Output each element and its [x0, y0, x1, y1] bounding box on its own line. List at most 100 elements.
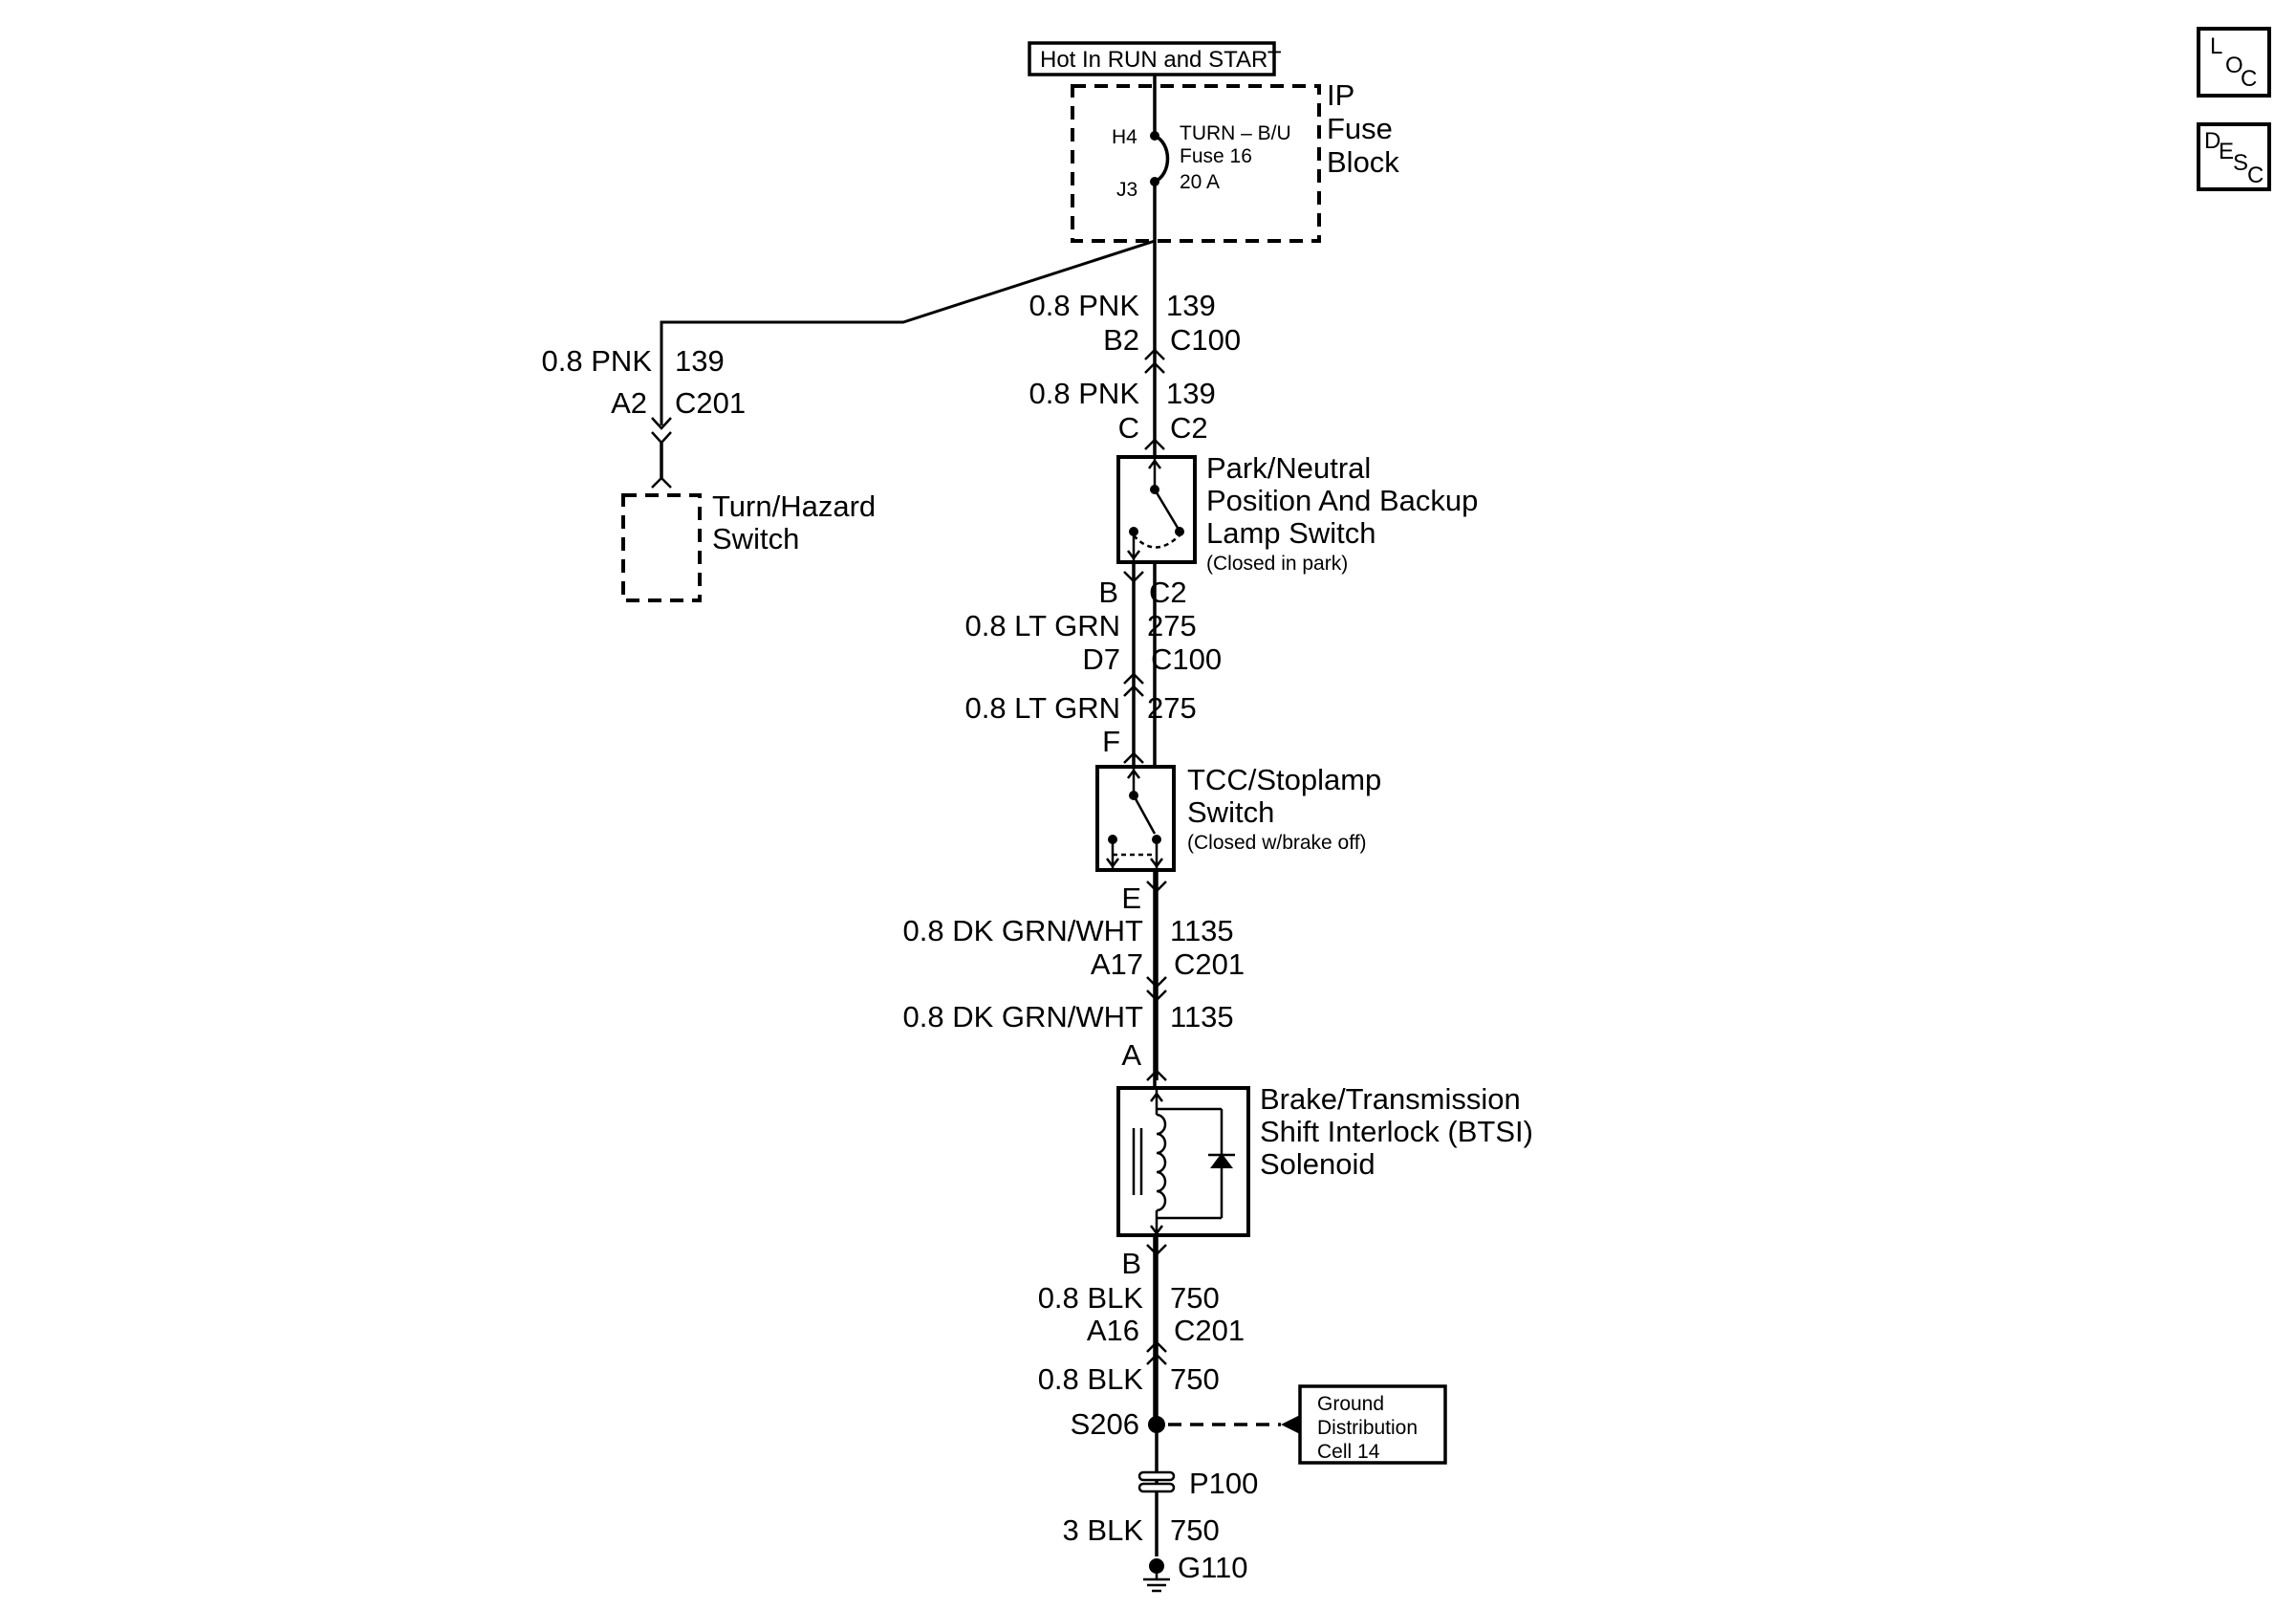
- pnp-label-1: Park/Neutral: [1206, 451, 1371, 485]
- ground-ref-arrow-icon: [1281, 1415, 1300, 1434]
- left-branch-labels: 0.8 PNK 139 A2 C201: [542, 344, 747, 420]
- seg1-wire: 0.8 PNK: [1029, 289, 1140, 322]
- btsi-solenoid: Brake/Transmission Shift Interlock (BTSI…: [1116, 1082, 1533, 1237]
- turn-hazard-label-2: Switch: [712, 522, 799, 555]
- ip-fuse-block: IP Fuse Block H4 J3 TURN – B/U Fuse 16 2…: [1071, 75, 1399, 243]
- seg8-circuit: 750: [1170, 1362, 1220, 1396]
- seg4-wire: 0.8 LT GRN: [964, 691, 1120, 725]
- pass-through-icon: [1137, 1470, 1176, 1493]
- btsi-label-1: Brake/Transmission: [1260, 1082, 1521, 1116]
- segment-5-labels: 0.8 DK GRN/WHT 1135 A17 C201: [903, 914, 1245, 981]
- seg7-wire: 0.8 BLK: [1038, 1281, 1144, 1315]
- seg2-pin: C: [1118, 411, 1139, 445]
- loc-letter-c: C: [2241, 66, 2257, 92]
- seg3-wire: 0.8 LT GRN: [964, 609, 1120, 642]
- ground-ref-line3: Cell 14: [1317, 1441, 1380, 1463]
- seg6-circuit: 1135: [1170, 1000, 1234, 1033]
- btsi-output-icon: [1146, 1244, 1167, 1256]
- seg5-circuit: 1135: [1170, 914, 1234, 947]
- fuse-block-title-1: IP: [1327, 78, 1354, 112]
- seg2-wire: 0.8 PNK: [1029, 377, 1140, 410]
- fuse-name: TURN – B/U: [1180, 122, 1291, 144]
- pnp-label-3: Lamp Switch: [1206, 516, 1375, 550]
- tcc-input-icon: [1123, 751, 1144, 764]
- power-source-label: Hot In RUN and START: [1028, 41, 1282, 76]
- seg1-circuit: 139: [1166, 289, 1216, 322]
- loc-letter-o: O: [2225, 53, 2243, 78]
- seg9-circuit: 750: [1170, 1513, 1220, 1547]
- branch-circuit: 139: [675, 344, 725, 378]
- pnp-out-connector: C2: [1149, 576, 1187, 609]
- desc-letter-d: D: [2204, 128, 2220, 154]
- seg4-circuit: 275: [1147, 691, 1197, 725]
- segment-1-labels: 0.8 PNK 139 B2 C100: [1029, 289, 1242, 357]
- seg6-wire: 0.8 DK GRN/WHT: [903, 1000, 1144, 1033]
- tcc-out-pin: E: [1121, 881, 1141, 915]
- connector-c201-mid-icon: [1146, 976, 1167, 1002]
- fuse-pin-j3: J3: [1116, 179, 1137, 201]
- btsi-label-3: Solenoid: [1260, 1147, 1375, 1181]
- tcc-output-icon: [1146, 881, 1167, 893]
- pnp-input-icon: [1144, 438, 1165, 450]
- seg5-connector: C201: [1174, 947, 1245, 981]
- tcc-stoplamp-switch: TCC/Stoplamp Switch (Closed w/brake off): [1095, 763, 1381, 872]
- branch-wire-color: 0.8 PNK: [542, 344, 653, 378]
- seg5-pin: A17: [1091, 947, 1143, 981]
- fuse-rating: 20 A: [1180, 171, 1220, 193]
- seg4-pin: F: [1102, 725, 1120, 758]
- svg-text:Hot In RUN and START: Hot In RUN and START: [1040, 47, 1282, 73]
- seg9-wire: 3 BLK: [1063, 1513, 1144, 1547]
- connector-c100-mid-icon: [1123, 672, 1144, 697]
- fuse-number: Fuse 16: [1180, 145, 1252, 167]
- seg7-connector: C201: [1174, 1314, 1245, 1347]
- seg1-connector: C100: [1170, 323, 1241, 357]
- pnp-note: (Closed in park): [1206, 553, 1348, 575]
- turn-hazard-switch: Turn/Hazard Switch: [621, 490, 876, 602]
- segment-9-labels: 3 BLK 750: [1063, 1513, 1220, 1547]
- tcc-label-2: Switch: [1187, 795, 1274, 829]
- ground-distribution-ref[interactable]: Ground Distribution Cell 14: [1298, 1384, 1447, 1465]
- branch-connector: C201: [675, 386, 746, 420]
- desc-button[interactable]: D E S C: [2197, 122, 2271, 191]
- loc-button[interactable]: L O C: [2197, 27, 2271, 98]
- tcc-switch-icon: [1106, 767, 1163, 870]
- btsi-input-icon: [1146, 1069, 1167, 1081]
- segment-6-labels: 0.8 DK GRN/WHT 1135 A: [903, 1000, 1234, 1072]
- seg5-wire: 0.8 DK GRN/WHT: [903, 914, 1144, 947]
- seg3-circuit: 275: [1147, 609, 1197, 642]
- connector-c100-top-icon: [1144, 348, 1165, 374]
- segment-2-labels: 0.8 PNK 139 C C2: [1029, 377, 1216, 445]
- pnp-switch: Park/Neutral Position And Backup Lamp Sw…: [1116, 451, 1478, 575]
- ground-ref-line2: Distribution: [1317, 1417, 1418, 1439]
- turn-hazard-input-icon: [651, 476, 672, 489]
- seg6-pin: A: [1121, 1038, 1141, 1072]
- splice-dot-icon: [1148, 1416, 1165, 1433]
- pass-through-p100: P100: [1189, 1467, 1258, 1500]
- seg8-wire: 0.8 BLK: [1038, 1362, 1144, 1396]
- desc-letter-c: C: [2247, 163, 2264, 188]
- seg3-connector: C100: [1151, 642, 1222, 676]
- desc-letter-e: E: [2219, 139, 2234, 164]
- turn-hazard-label-1: Turn/Hazard: [712, 490, 876, 523]
- ground-ref-line1: Ground: [1317, 1393, 1384, 1415]
- solenoid-coil-icon: [1132, 1088, 1235, 1236]
- btsi-label-2: Shift Interlock (BTSI): [1260, 1115, 1533, 1148]
- tcc-note: (Closed w/brake off): [1187, 832, 1367, 854]
- fuse-icon: [1150, 75, 1170, 186]
- segment-3-labels: 0.8 LT GRN 275 D7 C100: [964, 609, 1222, 676]
- branch-wire: [660, 239, 1156, 425]
- branch-pin: A2: [611, 386, 647, 420]
- pnp-label-2: Position And Backup: [1206, 484, 1478, 517]
- btsi-out-pin: B: [1121, 1247, 1141, 1280]
- seg2-connector: C2: [1170, 411, 1208, 445]
- seg1-pin: B2: [1103, 323, 1139, 357]
- loc-letter-l: L: [2210, 33, 2222, 59]
- pnp-out-pin: B: [1098, 576, 1118, 609]
- fuse-block-title-2: Fuse: [1327, 112, 1393, 145]
- tcc-label-1: TCC/Stoplamp: [1187, 763, 1381, 796]
- segment-7-labels: 0.8 BLK 750 A16 C201: [1038, 1281, 1245, 1347]
- fuse-pin-h4: H4: [1112, 126, 1137, 148]
- seg7-pin: A16: [1087, 1314, 1139, 1347]
- splice-s206: S206: [1071, 1407, 1139, 1441]
